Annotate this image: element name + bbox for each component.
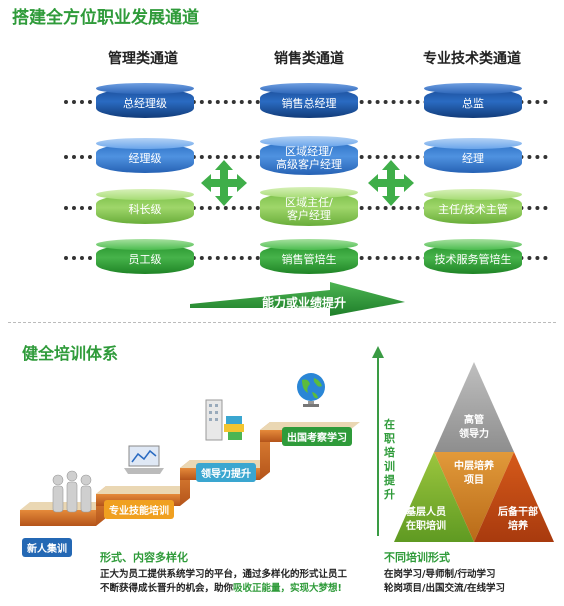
forms-text-line2: 不断获得成长晋升的机会，助你吸收正能量，实现大梦想! <box>100 583 342 594</box>
pyramid-side-label: 在职培训提升 <box>384 418 395 501</box>
column-sales: 销售类通道 <box>274 51 344 67</box>
training-title: 健全培训体系 <box>22 344 119 363</box>
forms-text-line1: 正大为员工提供系统学习的平台，通过多样化的形式让员工 <box>100 569 348 580</box>
stage-label-leadership: 领导力提升 <box>196 463 256 482</box>
level-cylinder: 技术服务管培生 <box>424 239 522 274</box>
level-cylinder: 主任/技术主管 <box>424 189 522 224</box>
level-cylinder: 销售管培生 <box>260 239 358 274</box>
stage-label-overseas: 出国考察学习 <box>282 427 352 446</box>
career-title: 搭建全方位职业发展通道 <box>12 8 199 28</box>
growth-arrow-label: 能力或业绩提升 <box>262 296 347 310</box>
four-way-arrow-icon <box>201 160 247 206</box>
level-cylinder: 销售总经理 <box>260 83 358 118</box>
section-divider <box>8 322 556 323</box>
buildings-icon <box>205 399 244 441</box>
laptop-icon <box>124 445 164 474</box>
column-management: 管理类通道 <box>108 51 178 67</box>
level-cylinder: 员工级 <box>96 239 194 274</box>
pyramid-middle: 中层培养 项目 <box>454 461 494 486</box>
level-cylinder: 经理 <box>424 138 522 173</box>
level-cylinder: 区域主任/ 客户经理 <box>260 187 358 226</box>
pyramid-left: 基层人员 在职培训 <box>406 507 446 532</box>
people-icon <box>52 470 92 513</box>
four-way-arrow-icon <box>368 160 414 206</box>
level-cylinder: 总监 <box>424 83 522 118</box>
training-forms-line1: 在岗学习/导师制/行动学习 <box>384 569 496 580</box>
pyramid-top: 高管 领导力 <box>459 415 489 440</box>
globe-icon <box>297 373 325 407</box>
column-technical: 专业技术类通道 <box>423 51 521 67</box>
level-cylinder: 总经理级 <box>96 83 194 118</box>
training-forms-line2: 轮岗项目/出国交流/在线学习 <box>384 583 505 594</box>
level-cylinder: 科长级 <box>96 189 194 224</box>
stage-label-new-staff: 新人集训 <box>22 538 72 557</box>
forms-title: 形式、内容多样化 <box>100 551 188 564</box>
training-forms-title: 不同培训形式 <box>384 551 450 564</box>
growth-arrow <box>190 282 405 316</box>
level-cylinder: 区域经理/ 高级客户经理 <box>260 136 358 175</box>
training-pyramid <box>394 362 554 542</box>
pyramid-right: 后备干部 培养 <box>498 507 538 532</box>
level-cylinder: 经理级 <box>96 138 194 173</box>
stage-label-skill: 专业技能培训 <box>104 500 174 519</box>
up-arrow-icon <box>372 346 384 536</box>
